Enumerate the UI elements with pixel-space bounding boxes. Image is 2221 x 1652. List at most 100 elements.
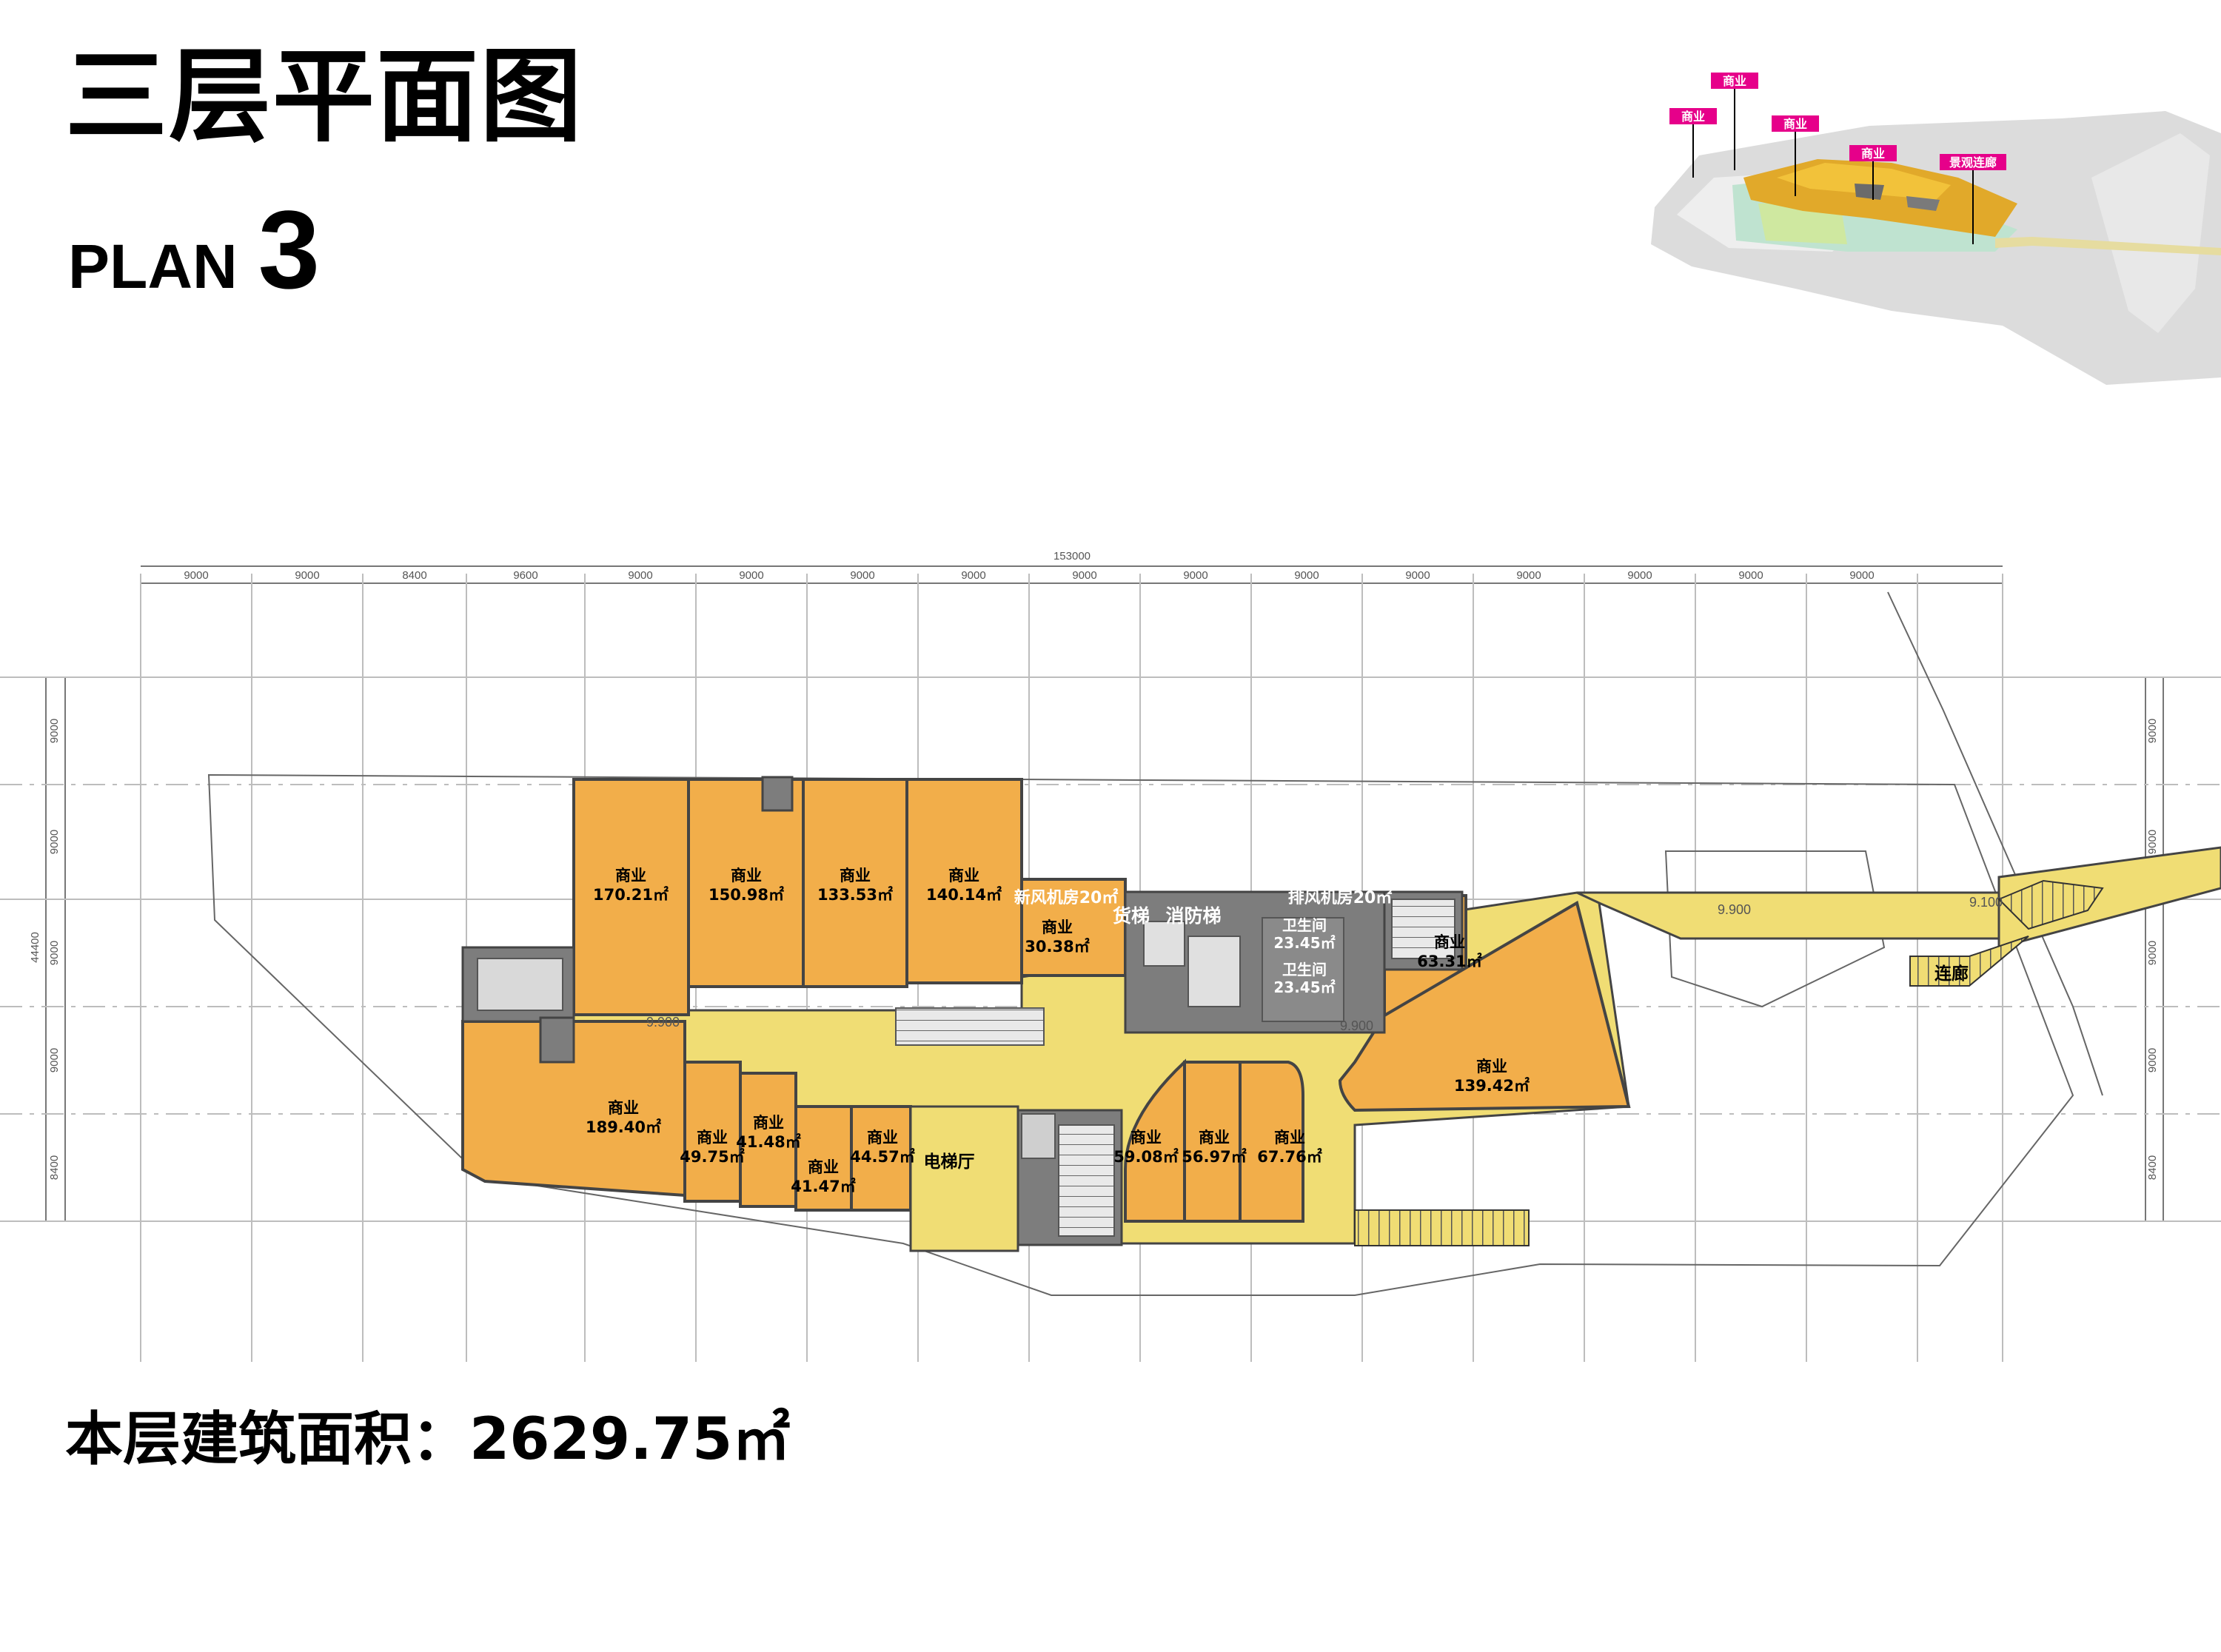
dimension-label: 9000: [48, 830, 61, 854]
shop-name: 商业: [1476, 1058, 1507, 1075]
level-marker: 9.900: [1718, 902, 1751, 917]
shop-unit: [687, 778, 805, 988]
shop-name: 商业: [615, 867, 646, 884]
dimension-label: 9600: [513, 569, 537, 582]
dimension-label: 8400: [2146, 1155, 2159, 1180]
dimension-label: 9000: [1405, 569, 1430, 582]
dimension-label: 9000: [1738, 569, 1763, 582]
dimension-side-labels: 44400 9000 9000 9000 9000 9000 9000 9000 9000 84…: [29, 719, 2159, 1180]
fresh-air-room-label: 新风机房20㎡: [1014, 888, 1119, 907]
shop-unit: [905, 778, 1023, 984]
shop-units: [461, 778, 1631, 1223]
dimension-label: 8400: [402, 569, 426, 582]
dimension-label: 9000: [739, 569, 763, 582]
dimension-label: 9000: [184, 569, 208, 582]
dimension-label: 9000: [1072, 569, 1096, 582]
shop-area: 189.40㎡: [586, 1118, 661, 1136]
dimension-label: 9000: [48, 1048, 61, 1072]
shop-area: 139.42㎡: [1454, 1077, 1530, 1095]
key-tag-4: 商业: [1861, 147, 1885, 161]
shop-area: 56.97㎡: [1182, 1148, 1246, 1166]
dimension-label: 9000: [961, 569, 985, 582]
floor-area-total: 本层建筑面积：2629.75㎡: [65, 1406, 791, 1473]
bridge-label: 连廊: [1934, 964, 1969, 984]
shop-name: 商业: [1199, 1129, 1230, 1146]
shop-name: 商业: [1434, 933, 1465, 951]
dimension-top-labels: 153000 9000 9000 8400 9600 9000 9000 9000 9000 9…: [184, 550, 1874, 582]
dimension-label: 9000: [2146, 830, 2159, 854]
shop-area: 140.14㎡: [926, 886, 1002, 904]
shop-area: 41.48㎡: [736, 1133, 800, 1151]
lift-hall-label: 电梯厅: [924, 1152, 975, 1172]
key-tag-2: 商业: [1723, 74, 1746, 88]
shop-name: 商业: [808, 1158, 839, 1176]
dimension-label: 9000: [295, 569, 319, 582]
shop-unit: [1239, 1061, 1304, 1223]
shop-area: 67.76㎡: [1257, 1148, 1321, 1166]
room-labels: 新风机房20㎡ 排风机房20㎡ 货梯 消防梯 卫生间 23.45㎡ 卫生间 23…: [924, 888, 1969, 1172]
shop-name: 商业: [948, 867, 979, 884]
level-marker: 9.900: [1340, 1018, 1373, 1033]
dimension-label: 9000: [2146, 941, 2159, 965]
shop-area: 63.31㎡: [1417, 953, 1481, 970]
shop-name: 商业: [1274, 1129, 1305, 1146]
shop-unit: [1338, 900, 1631, 1112]
shop-area: 41.47㎡: [791, 1178, 855, 1195]
shop-unit: [461, 1020, 686, 1198]
restroom-2-name: 卫生间: [1282, 961, 1327, 978]
plan-label: PLAN: [68, 232, 238, 301]
dimension-label: 9000: [2146, 1048, 2159, 1072]
shop-area: 59.08㎡: [1113, 1148, 1178, 1166]
level-marker: 9.100: [1969, 895, 2003, 910]
dimension-label: 9000: [1183, 569, 1207, 582]
dimension-label: 9000: [48, 719, 61, 743]
shop-name: 商业: [840, 867, 871, 884]
dimension-side-total: 44400: [29, 932, 41, 963]
dimension-label: 9000: [48, 941, 61, 965]
shop-name: 商业: [697, 1129, 728, 1146]
dimension-label: 9000: [850, 569, 874, 582]
restroom-2-area: 23.45㎡: [1273, 978, 1335, 996]
shop-area: 30.38㎡: [1025, 938, 1089, 956]
exhaust-room-label: 排风机房20㎡: [1288, 888, 1393, 907]
shop-name: 商业: [867, 1129, 898, 1146]
shop-unit: [802, 778, 908, 988]
dimension-label: 9000: [2146, 719, 2159, 743]
floor-plan: 153000 9000 9000 8400 9600 9000 9000 9000 9000 9…: [0, 550, 2221, 1362]
dimension-total: 153000: [1053, 550, 1091, 563]
dimension-lines: [45, 565, 2164, 1221]
shop-name: 商业: [1130, 1129, 1162, 1146]
dimension-label: 9000: [1849, 569, 1874, 582]
shop-area: 133.53㎡: [817, 886, 893, 904]
dimension-label: 9000: [1516, 569, 1541, 582]
dimension-label: 9000: [1627, 569, 1652, 582]
page-title: 三层平面图: [65, 37, 584, 156]
plan-number: 3: [258, 187, 321, 312]
shop-name: 商业: [608, 1099, 639, 1117]
dimension-label: 9000: [628, 569, 652, 582]
fire-lift-label: 消防梯: [1165, 905, 1221, 927]
dimension-label: 9000: [1294, 569, 1319, 582]
key-map-tags: 商业 商业 商业 商业 景观连廊: [1669, 73, 2006, 244]
shop-area: 170.21㎡: [593, 886, 669, 904]
level-markers: 9.900 9.900 9.900 9.100: [646, 895, 2003, 1033]
key-map: 商业 商业 商业 商业 景观连廊: [1647, 67, 2221, 392]
restroom-1-area: 23.45㎡: [1273, 934, 1335, 952]
key-tag-5: 景观连廊: [1949, 155, 1997, 169]
shop-unit: [739, 1072, 797, 1208]
shop-area: 150.98㎡: [708, 886, 784, 904]
restroom-1-name: 卫生间: [1282, 916, 1327, 934]
site-outline: [207, 591, 2103, 1296]
shop-name: 商业: [1042, 919, 1073, 936]
service-cores: [461, 776, 1464, 1252]
shop-labels: 商业170.21㎡商业150.98㎡商业133.53㎡商业140.14㎡商业30…: [586, 867, 1530, 1195]
shop-area: 49.75㎡: [680, 1148, 744, 1166]
key-tag-3: 商业: [1783, 117, 1807, 131]
lift-hall: [909, 1105, 1019, 1252]
level-marker: 9.900: [646, 1015, 680, 1030]
bridge-walkway: [1576, 846, 2221, 987]
dimension-label: 8400: [48, 1155, 61, 1180]
shop-name: 商业: [731, 867, 762, 884]
shop-unit: [572, 778, 690, 1016]
